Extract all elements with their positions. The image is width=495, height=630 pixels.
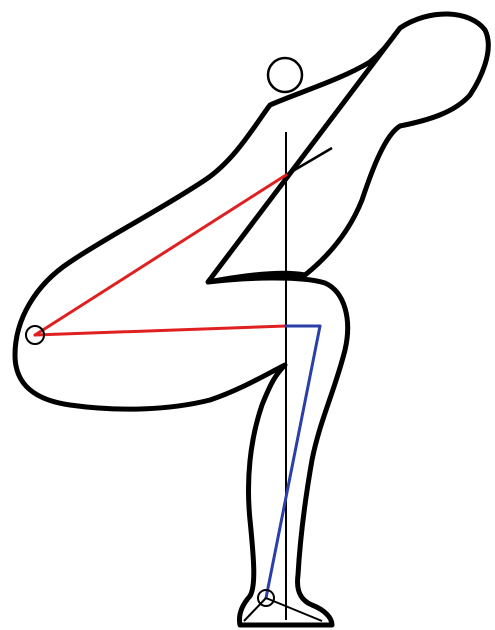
hip-to-torso-line: [35, 175, 286, 335]
head-marker-circle: [268, 58, 302, 92]
hip-to-knee-line: [35, 326, 286, 335]
hip-moment-arm-lines: [35, 175, 286, 335]
body-outline-back: [15, 14, 488, 625]
foot-line-toe: [266, 598, 322, 621]
body-silhouette: [15, 14, 488, 625]
